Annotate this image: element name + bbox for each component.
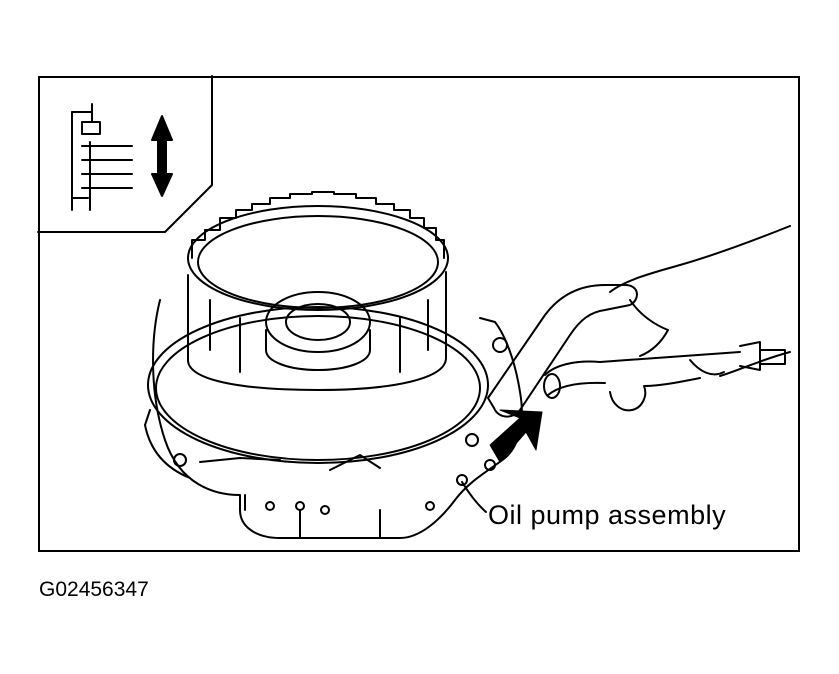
up-down-arrow-icon xyxy=(151,115,173,197)
hand xyxy=(609,225,791,412)
oil-pump-body xyxy=(144,299,523,539)
figure-frame xyxy=(38,76,800,552)
clutch-pack-icon xyxy=(71,103,133,211)
callout-leader-line xyxy=(461,481,487,513)
inset-panel xyxy=(37,75,213,233)
clutch-drum xyxy=(187,191,449,391)
air-gun xyxy=(487,284,786,418)
oil-pump-assembly-label: Oil pump assembly xyxy=(488,500,727,530)
airflow-arrow-icon xyxy=(489,409,543,463)
figure-id: G02456347 xyxy=(39,578,149,601)
